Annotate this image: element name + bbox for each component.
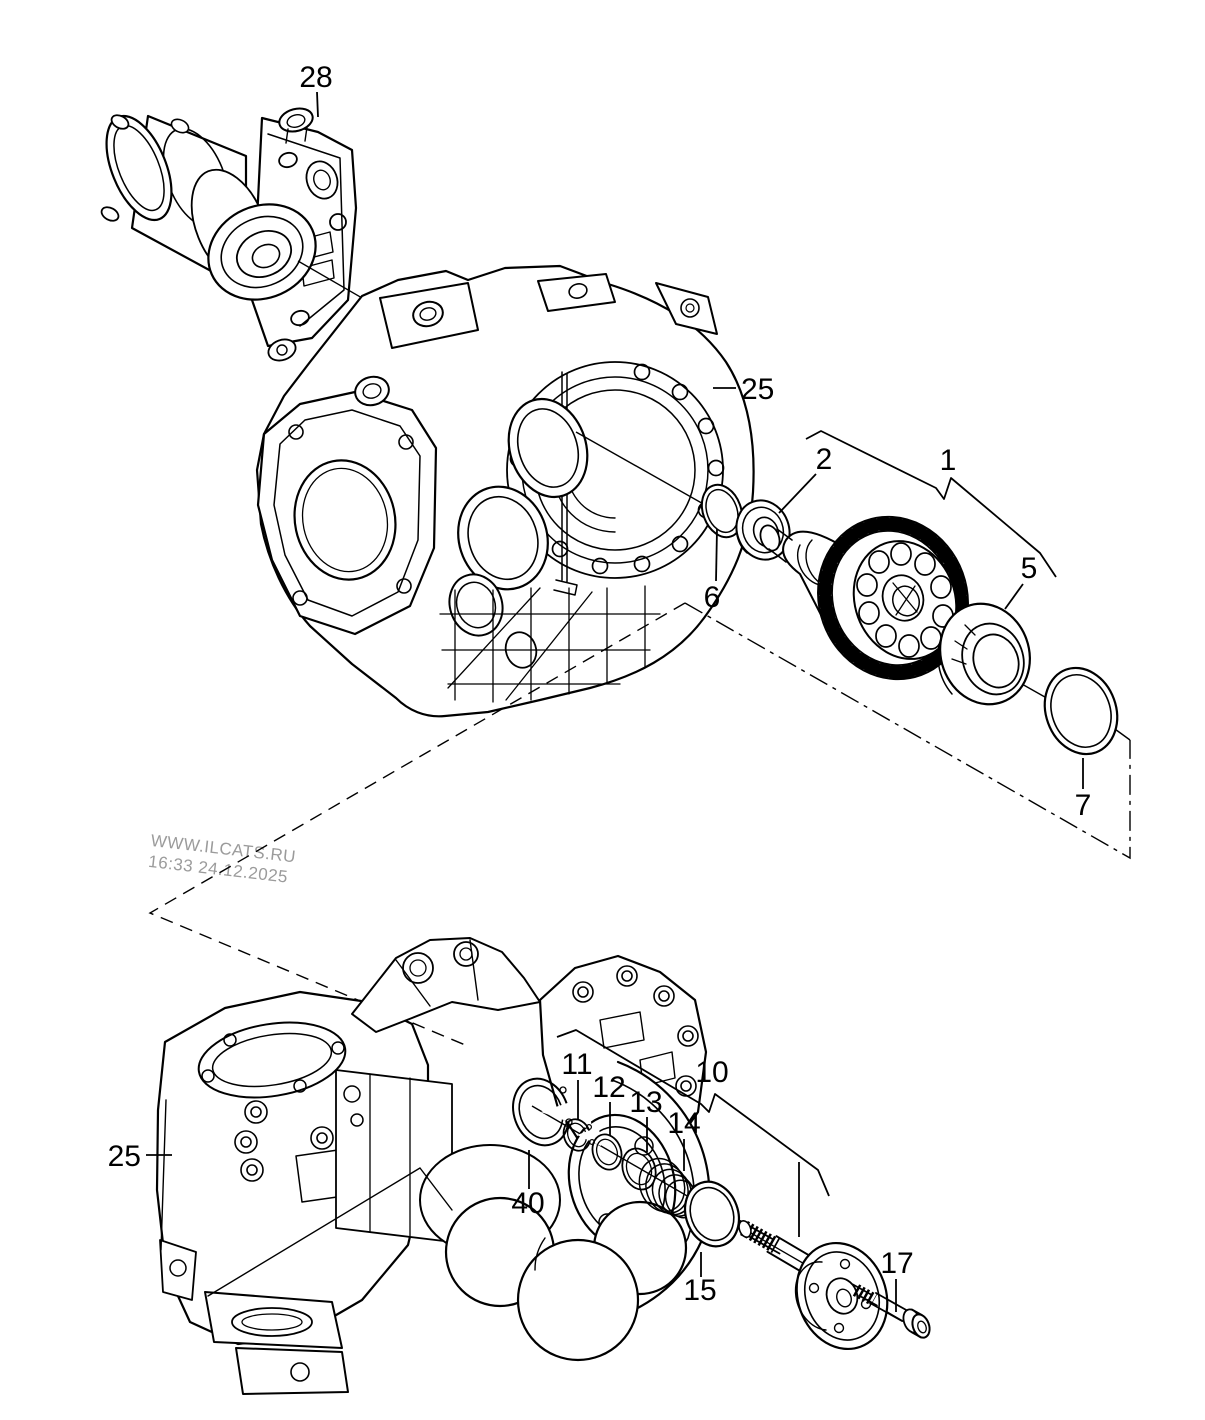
callout-5: 5: [1021, 552, 1038, 585]
callout-13: 13: [629, 1086, 662, 1119]
spring-14: [638, 1157, 700, 1219]
callout-6: 6: [704, 581, 721, 614]
assembly-bracket-10: [556, 1029, 830, 1197]
callout-28: 28: [299, 61, 332, 94]
differential-assembly: [700, 483, 1119, 756]
tapered-bearing-5: [937, 602, 1031, 706]
flange-shaft-group: [512, 1077, 931, 1351]
bolt-17: [852, 1283, 931, 1339]
callout-10: 10: [695, 1056, 728, 1089]
callout-25-bottom: 25: [108, 1140, 141, 1173]
o-ring-6: [700, 483, 744, 539]
callout-12: 12: [592, 1071, 625, 1104]
callout-15: 15: [683, 1274, 716, 1307]
callout-2: 2: [816, 443, 833, 476]
shim-ring-7: [1043, 666, 1119, 756]
flange-shaft: [738, 1219, 889, 1351]
ring-15: [683, 1180, 741, 1248]
callout-17: 17: [880, 1247, 913, 1280]
differential-ring-gear: [817, 515, 969, 681]
clutch-housing: [255, 264, 755, 718]
callout-labels: 28 25 2 1 5 6 7 25 40 11 12 13 14 10 15 …: [108, 61, 1092, 1307]
callout-1: 1: [940, 444, 957, 477]
callout-25-top: 25: [741, 373, 774, 406]
circlip-40: [512, 1077, 592, 1147]
angle-drive-unit: [100, 107, 358, 362]
callout-leader-lines: [146, 91, 1084, 1312]
rib-grid: [439, 585, 661, 703]
assembly-bracket-1: [805, 430, 1057, 578]
center-dash-dot-line: [684, 602, 1131, 860]
callout-7: 7: [1075, 789, 1092, 822]
callout-40: 40: [511, 1187, 544, 1220]
callout-14: 14: [667, 1107, 700, 1140]
gearbox-housing: [155, 937, 711, 1395]
carrier-face-windows: [856, 542, 954, 658]
ring-12: [591, 1133, 623, 1171]
callout-11: 11: [561, 1048, 592, 1081]
